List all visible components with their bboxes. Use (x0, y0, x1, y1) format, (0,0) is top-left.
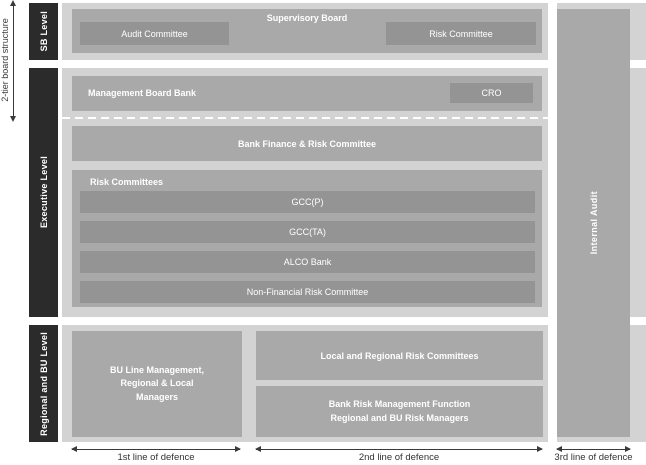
local-regional-risk-committees-box: Local and Regional Risk Committees (256, 331, 543, 380)
first-line-of-defence-label: 1st line of defence (117, 452, 195, 463)
level-bar-executive: Executive Level (29, 68, 58, 317)
supervisory-board-label: Supervisory Board (266, 13, 348, 23)
audit-committee-label: Audit Committee (121, 28, 188, 39)
level-bar-regional-label: Regional and BU Level (38, 331, 49, 436)
level-bar-executive-label: Executive Level (38, 156, 49, 229)
alco-bank-label: ALCO Bank (283, 257, 332, 267)
second-line-of-defence-label: 2nd line of defence (358, 452, 440, 463)
cro-box: CRO (450, 83, 533, 103)
alco-bank-box: ALCO Bank (80, 251, 535, 273)
risk-committee-label: Risk Committee (429, 28, 493, 39)
level-bar-regional: Regional and BU Level (29, 325, 58, 442)
second-line-arrow-icon (255, 446, 543, 452)
level-bar-sb-label: SB Level (38, 11, 49, 52)
cro-label: CRO (481, 88, 502, 98)
gcc-ta-label: GCC(TA) (289, 227, 326, 237)
bank-risk-management-label: Bank Risk Management Function Regional a… (328, 399, 471, 423)
management-board-dashed-divider (62, 117, 548, 119)
bank-risk-management-box: Bank Risk Management Function Regional a… (256, 386, 543, 437)
internal-audit-label: Internal Audit (588, 191, 599, 255)
local-regional-risk-committees-label: Local and Regional Risk Committees (320, 350, 479, 361)
gcc-ta-box: GCC(TA) (80, 221, 535, 243)
third-line-arrow-icon (556, 446, 631, 452)
bank-finance-risk-committee-label: Bank Finance & Risk Committee (237, 138, 377, 149)
bank-finance-risk-committee-box: Bank Finance & Risk Committee (72, 126, 542, 161)
gcc-p-label: GCC(P) (291, 197, 324, 207)
risk-committee-box: Risk Committee (386, 22, 536, 45)
gcc-p-box: GCC(P) (80, 191, 535, 213)
bu-line-management-box: BU Line Management, Regional & Local Man… (72, 331, 242, 437)
risk-committees-title: Risk Committees (90, 177, 164, 187)
level-bar-sb: SB Level (29, 3, 58, 60)
internal-audit-box: Internal Audit (557, 9, 630, 437)
first-line-arrow-icon (71, 446, 241, 452)
third-line-of-defence-label: 3rd line of defence (554, 452, 633, 463)
non-financial-risk-committee-label: Non-Financial Risk Committee (246, 287, 369, 297)
two-tier-board-structure-label: 2-tier board structure (0, 18, 10, 102)
bu-line-management-label: BU Line Management, Regional & Local Man… (109, 365, 204, 402)
non-financial-risk-committee-box: Non-Financial Risk Committee (80, 281, 535, 303)
management-board-bank-label: Management Board Bank (88, 88, 197, 98)
risk-committees-group-box: Risk Committees GCC(P) GCC(TA) ALCO Bank… (72, 170, 542, 307)
audit-committee-box: Audit Committee (80, 22, 229, 45)
two-tier-span-arrow-icon (10, 0, 16, 122)
